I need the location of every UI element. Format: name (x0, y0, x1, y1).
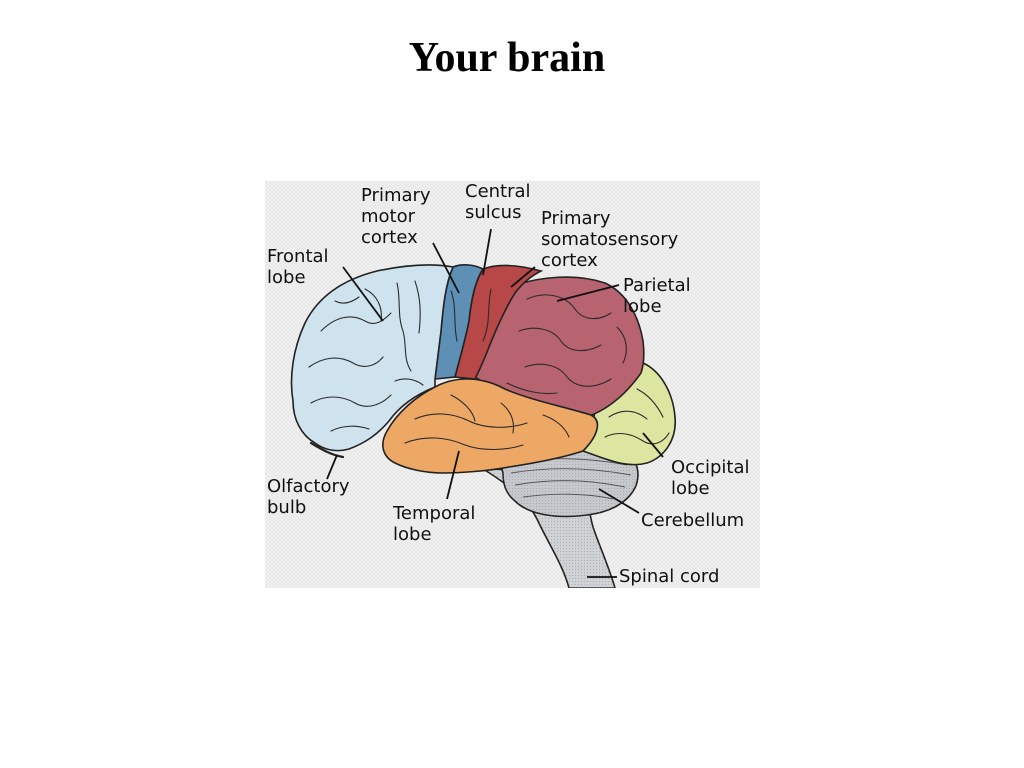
leader-frontal-lobe (342, 266, 384, 322)
label-motor-line1: Primary (361, 185, 431, 206)
brain-diagram: Frontal lobe Primary motor cortex Centra… (265, 181, 760, 588)
label-leader-lines (326, 228, 664, 578)
label-parietal-line2: lobe (623, 296, 662, 317)
label-somato-line1: Primary (541, 208, 611, 229)
leader-parietal-lobe (556, 284, 620, 302)
label-olfactory-line1: Olfactory (267, 476, 350, 497)
label-somato-line2: somatosensory (541, 229, 679, 250)
label-central-sulcus: Central sulcus (465, 181, 536, 223)
label-cerebellum-line1: Cerebellum (641, 510, 744, 531)
label-occipital-lobe: Occipital lobe (671, 457, 755, 499)
leader-motor-cortex (432, 242, 460, 294)
temporal-lobe-region (382, 378, 599, 474)
label-frontal-lobe-line2: lobe (267, 267, 306, 288)
olfactory-bulb-region (309, 441, 345, 459)
label-temporal-line2: lobe (393, 524, 432, 545)
label-motor-line2: motor (361, 206, 416, 227)
label-olfactory-bulb: Olfactory bulb (267, 476, 355, 518)
leader-cerebellum (598, 488, 640, 514)
leader-occipital-lobe (642, 432, 664, 458)
label-occipital-line1: Occipital (671, 457, 749, 478)
frontal-lobe-region (290, 264, 455, 452)
label-temporal-lobe: Temporal lobe (392, 503, 481, 545)
label-frontal-lobe: Frontal lobe (267, 246, 334, 288)
label-parietal-line1: Parietal (623, 275, 691, 296)
leader-central-sulcus (482, 228, 492, 276)
label-primary-somatosensory-cortex: Primary somatosensory cortex (541, 208, 684, 271)
label-primary-motor-cortex: Primary motor cortex (361, 185, 436, 248)
label-somato-line3: cortex (541, 250, 598, 271)
label-motor-line3: cortex (361, 227, 418, 248)
leader-temporal-lobe (446, 450, 460, 500)
label-temporal-line1: Temporal (392, 503, 475, 524)
label-frontal-lobe-line1: Frontal (267, 246, 329, 267)
label-occipital-line2: lobe (671, 478, 710, 499)
label-central-line1: Central (465, 181, 531, 202)
label-central-line2: sulcus (465, 202, 521, 223)
brain-gyri (308, 280, 670, 451)
label-olfactory-line2: bulb (267, 497, 306, 518)
label-spinal-line1: Spinal cord (619, 566, 719, 587)
label-parietal-lobe: Parietal lobe (623, 275, 696, 317)
label-spinal-cord: Spinal cord (619, 566, 719, 587)
leader-olfactory-bulb (326, 454, 338, 480)
leader-somatosensory (510, 266, 536, 288)
label-cerebellum: Cerebellum (641, 510, 744, 531)
brain-diagram-svg: Frontal lobe Primary motor cortex Centra… (265, 181, 760, 588)
slide-title: Your brain (408, 35, 606, 81)
